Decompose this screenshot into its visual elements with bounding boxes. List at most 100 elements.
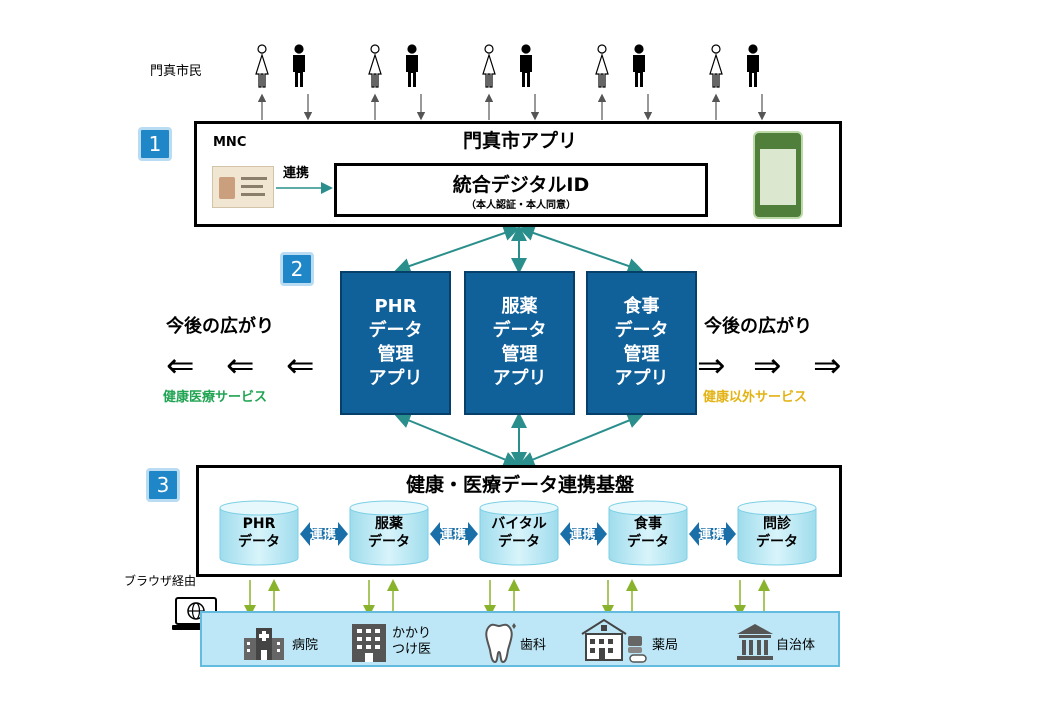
future-right-title: 今後の広がり [704, 316, 812, 337]
digital-id-box: 統合デジタルID （本人認証・本人同意） [334, 163, 708, 217]
db-link-label: 連携 [310, 528, 337, 543]
right-double-arrow: ⇒ [697, 346, 726, 386]
male-citizen-icon [400, 44, 424, 88]
data-management-app-box: PHR データ管理アプリ [340, 271, 451, 415]
db-link-connector [300, 522, 348, 546]
badge-1: 1 [138, 127, 172, 161]
left-double-arrow: ⇐ [226, 346, 255, 386]
db-link-label: 連携 [569, 528, 596, 543]
meal-to-platform-arrow [518, 413, 644, 467]
app-box-line: アプリ [614, 368, 669, 389]
database-label-line: データ [627, 534, 669, 550]
institution-label-line: 病院 [292, 638, 319, 653]
database-label-line: 服薬 [375, 516, 403, 532]
app-box-line: アプリ [492, 368, 547, 389]
non-health-services-label: 健康以外サービス [703, 390, 808, 405]
male-citizen-icon [741, 44, 765, 88]
institution-label-line: つけ医 [392, 642, 432, 657]
database-label: 問診データ [738, 515, 816, 551]
database-label-line: バイタル [491, 516, 547, 532]
digital-id-title: 統合デジタルID [452, 174, 590, 196]
institution-label: 薬局 [652, 638, 678, 654]
database-cylinder [219, 500, 299, 566]
db-link-connector [560, 522, 607, 546]
female-citizen-icon [590, 44, 614, 88]
browser-label: ブラウザ経由 [124, 574, 197, 588]
database-label: バイタルデータ [480, 515, 558, 551]
city-app-box [194, 121, 842, 227]
app-box-line: PHR [374, 296, 417, 317]
database-cylinder [737, 500, 817, 566]
female-citizen-icon [704, 44, 728, 88]
app-box-line: 管理 [501, 344, 538, 365]
right-double-arrow: ⇒ [753, 346, 782, 386]
health-medical-services-label: 健康医療サービス [163, 390, 268, 405]
male-citizen-icon [514, 44, 538, 88]
id-to-meal-arrow [518, 225, 644, 274]
pharmacy-icon [580, 618, 650, 668]
male-citizen-icon [287, 44, 311, 88]
clinic-building-icon [350, 622, 388, 668]
data-management-app-box: 食事データ管理アプリ [586, 271, 697, 415]
database-label-line: データ [238, 534, 280, 550]
hospital-icon [242, 622, 286, 666]
institution-label: 自治体 [776, 638, 815, 654]
database-cylinder [479, 500, 559, 566]
database-label-line: データ [756, 534, 798, 550]
data-platform-title: 健康・医療データ連携基盤 [405, 474, 634, 496]
app-box-line: 服薬 [501, 296, 538, 317]
app-box-line: 管理 [377, 344, 414, 365]
app-box-line: 管理 [623, 344, 660, 365]
my-number-card-icon [212, 166, 274, 208]
data-platform-box [196, 465, 842, 577]
citizens-label: 門真市民 [150, 64, 203, 79]
institution-label-line: 自治体 [776, 638, 816, 653]
db-link-connector [430, 522, 478, 546]
mnc-label: MNC [213, 135, 247, 150]
right-double-arrow: ⇒ [813, 346, 842, 386]
institution-label-line: 薬局 [652, 638, 679, 653]
female-citizen-icon [363, 44, 387, 88]
database-label-line: PHR [242, 516, 276, 532]
app-box-line: アプリ [368, 368, 423, 389]
database-label: PHR データ [220, 515, 298, 551]
db-link-label: 連携 [440, 528, 467, 543]
db-link-connector [689, 522, 736, 546]
database-label-line: データ [368, 534, 410, 550]
database-label-line: データ [498, 534, 540, 550]
data-management-app-box: 服薬データ管理アプリ [464, 271, 575, 415]
app-box-line: 食事 [623, 296, 660, 317]
badge-3: 3 [146, 468, 180, 502]
institutions-bar [200, 611, 840, 667]
city-app-title: 門真市アプリ [462, 130, 577, 152]
institution-label: 歯科 [520, 638, 546, 654]
government-building-icon [735, 622, 775, 666]
database-label-line: 問診 [763, 516, 791, 532]
digital-id-subtitle: （本人認証・本人同意） [466, 200, 576, 211]
female-citizen-icon [477, 44, 501, 88]
app-box-line: データ [492, 320, 547, 341]
database-label: 服薬データ [350, 515, 428, 551]
institution-label-line: 歯科 [520, 638, 547, 653]
male-citizen-icon [627, 44, 651, 88]
left-double-arrow: ⇐ [286, 346, 315, 386]
database-cylinder [349, 500, 429, 566]
future-left-title: 今後の広がり [166, 316, 274, 337]
phr-to-platform-arrow [394, 413, 520, 467]
institution-label: かかりつけ医 [392, 626, 431, 658]
id-to-phr-arrow [394, 225, 520, 274]
left-double-arrow: ⇐ [166, 346, 195, 386]
app-box-line: データ [368, 320, 423, 341]
database-cylinder [608, 500, 688, 566]
database-label: 食事データ [609, 515, 687, 551]
db-link-label: 連携 [698, 528, 725, 543]
app-box-line: データ [614, 320, 669, 341]
database-label-line: 食事 [634, 516, 662, 532]
institution-label-line: かかり [392, 626, 432, 641]
badge-2: 2 [280, 252, 314, 286]
female-citizen-icon [250, 44, 274, 88]
link-label: 連携 [283, 166, 310, 181]
institution-label: 病院 [292, 638, 318, 654]
tooth-icon [482, 622, 518, 668]
